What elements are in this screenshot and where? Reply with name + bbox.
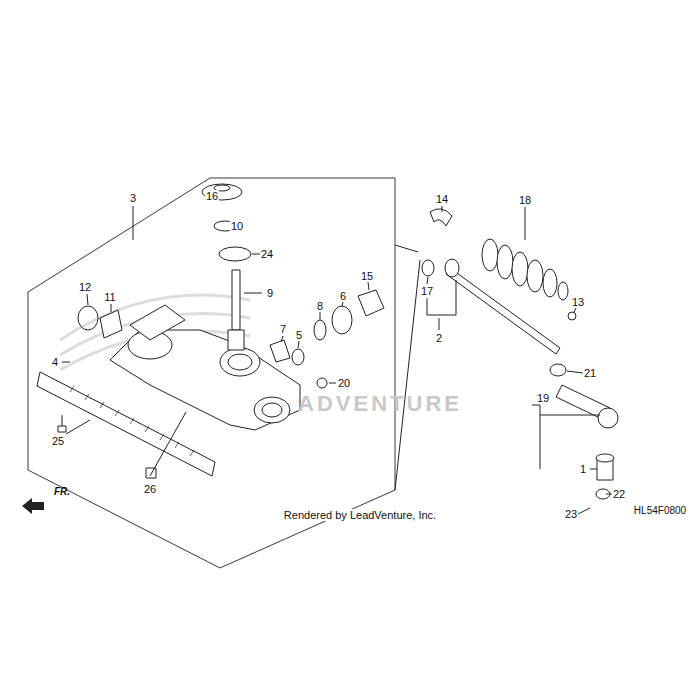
callout-number: 3 — [129, 192, 137, 204]
diagram-code: HL54F0800 — [633, 505, 687, 517]
callout-number: 10 — [230, 220, 244, 232]
callout-number: 4 — [51, 356, 59, 368]
callout-number: 24 — [260, 248, 274, 260]
callout-number: 13 — [571, 296, 585, 308]
callout-number: 15 — [360, 270, 374, 282]
callout-number: 2 — [435, 332, 443, 344]
callout-number: 21 — [583, 367, 597, 379]
callout-number: 6 — [339, 290, 347, 302]
watermark: ADVENTURE — [297, 398, 463, 410]
callout-number: 26 — [143, 483, 157, 495]
callout-number: 5 — [295, 329, 303, 341]
callout-number: 12 — [78, 281, 92, 293]
callout-number: 19 — [536, 392, 550, 404]
callout-number: 1 — [579, 463, 587, 475]
callout-number: 11 — [103, 291, 116, 303]
callout-number: 25 — [51, 435, 65, 447]
callout-number: 20 — [337, 377, 351, 389]
callout-number: 7 — [279, 323, 287, 335]
callout-number: 23 — [564, 508, 578, 520]
callout-number: 8 — [316, 300, 324, 312]
callout-number: 18 — [518, 194, 532, 206]
credit-note: Rendered by LeadVenture, Inc. — [283, 509, 437, 521]
direction-label: FR. — [53, 486, 71, 498]
callout-number: 16 — [205, 190, 219, 202]
callout-number: 14 — [435, 193, 449, 205]
callout-number: 22 — [612, 488, 626, 500]
callout-number: 17 — [420, 285, 434, 297]
callout-number: 9 — [266, 287, 274, 299]
